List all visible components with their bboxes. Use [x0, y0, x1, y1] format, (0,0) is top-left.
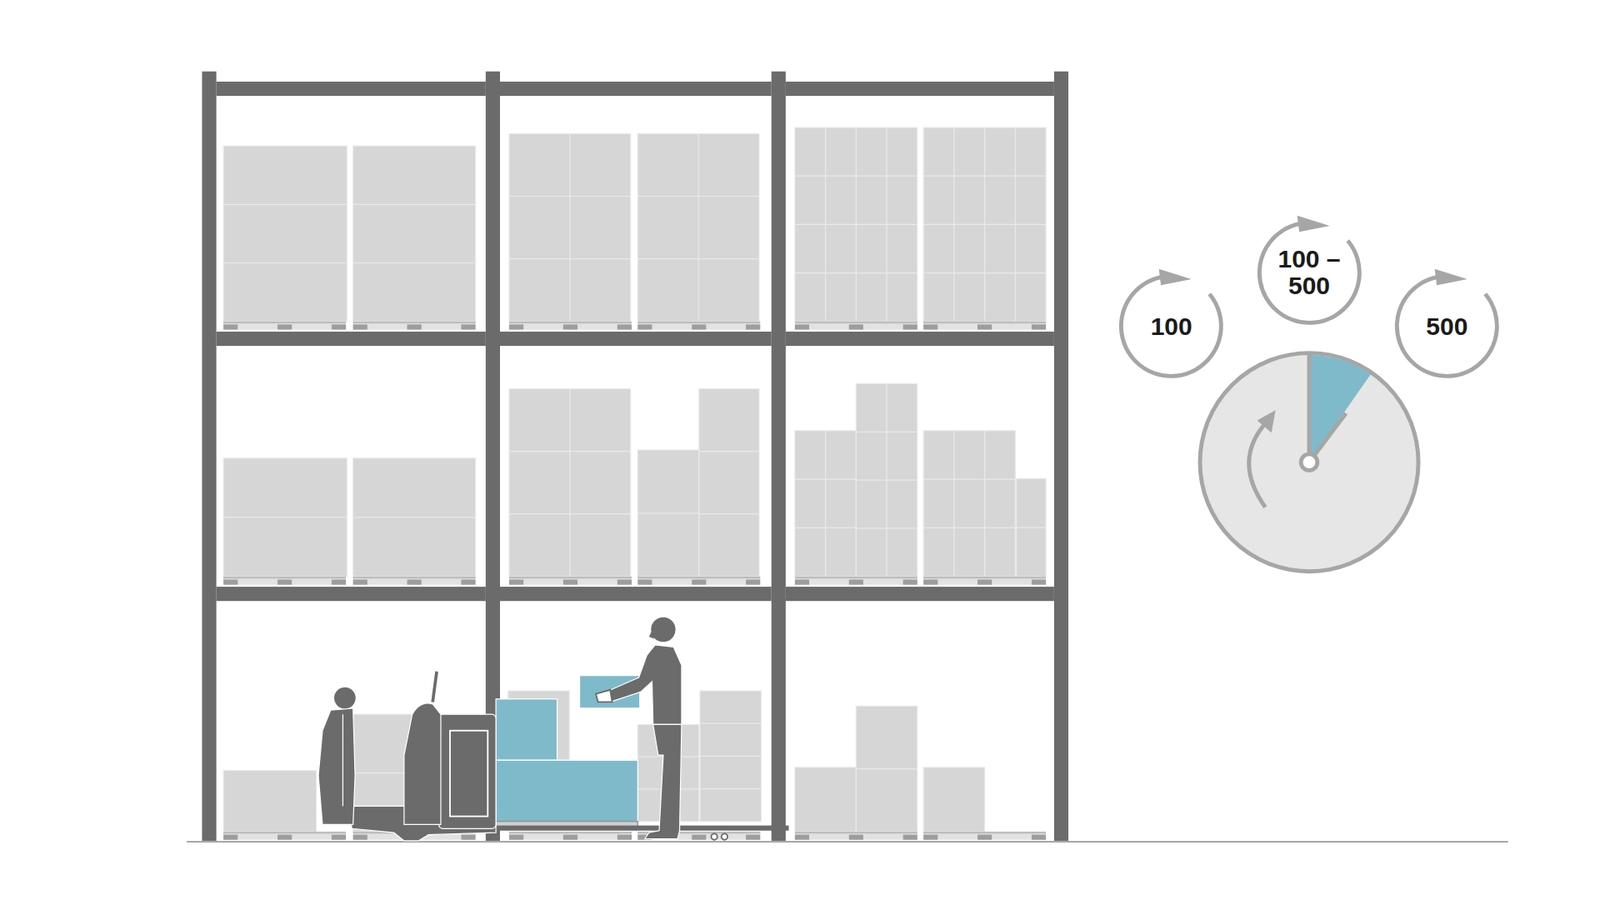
- clock-face: [1200, 353, 1419, 572]
- pallet: [509, 831, 632, 840]
- rack-beam: [216, 586, 486, 601]
- rack-beam: [216, 81, 486, 96]
- carton-stack: [923, 430, 1015, 577]
- cycle-clock: [1200, 353, 1419, 572]
- arrow-head: [1296, 215, 1330, 232]
- cycle-count: 100: [1131, 313, 1212, 340]
- picked-carton: [495, 760, 638, 821]
- arrow-head: [1435, 269, 1468, 286]
- pallet: [353, 576, 476, 585]
- carton-stack: [855, 705, 917, 832]
- pallet-rack: [201, 71, 1069, 841]
- rack-upright: [1054, 71, 1069, 841]
- carton-stack: [923, 127, 1046, 322]
- pallet: [509, 321, 632, 330]
- floor-line: [186, 840, 1509, 843]
- cycle-count: 100 – 500: [1269, 245, 1350, 300]
- pallet: [923, 321, 1046, 330]
- carton-stack: [855, 383, 917, 576]
- pallet: [223, 321, 346, 330]
- rack-beam: [500, 331, 772, 346]
- carton-stack: [223, 145, 347, 322]
- truck-operator: [318, 686, 356, 825]
- pallet: [795, 831, 918, 840]
- rack-upright: [201, 71, 216, 841]
- pallet: [637, 576, 760, 585]
- truck-tiller: [432, 671, 437, 703]
- carton-stack: [795, 767, 856, 832]
- pallet: [923, 831, 1046, 840]
- cycle-count: 500: [1406, 313, 1487, 340]
- truck-body: [439, 714, 497, 829]
- rack-beam: [500, 586, 772, 601]
- rotation-arrow: [1249, 423, 1266, 507]
- cycle-count-circle: 100: [1115, 270, 1228, 383]
- stored-goods: [223, 127, 1046, 832]
- time-wedge: [1309, 355, 1371, 463]
- picked-carton: [495, 699, 557, 760]
- pallet: [637, 321, 760, 330]
- cycle-count-circle: 100 – 500: [1253, 216, 1366, 330]
- carton-stack: [795, 430, 856, 577]
- truck-backrest: [404, 703, 441, 825]
- rack-beam: [785, 331, 1055, 346]
- carton-stack: [509, 133, 631, 321]
- rack-upright: [771, 71, 786, 841]
- carton-stack: [509, 389, 631, 577]
- picking-person: [595, 617, 682, 840]
- order-picker-truck: [346, 671, 789, 841]
- arrow-head: [1257, 410, 1276, 433]
- carton-stack: [699, 389, 760, 577]
- rack-beam: [216, 331, 486, 346]
- carton-stack: [637, 133, 760, 321]
- carton-stack: [923, 767, 985, 832]
- pallet: [923, 576, 1046, 585]
- pallet: [509, 576, 632, 585]
- pallet: [223, 831, 346, 840]
- carton-stack: [223, 458, 347, 577]
- rack-beam: [785, 81, 1055, 96]
- cycle-count-circle: 500: [1390, 270, 1504, 383]
- carton-stack: [353, 458, 476, 577]
- pallet: [795, 321, 918, 330]
- carton-stack: [353, 145, 476, 322]
- clock-hub: [1300, 454, 1318, 471]
- carton-stack: [1016, 478, 1047, 577]
- arrow-head: [1159, 269, 1192, 286]
- carton-stack: [637, 450, 699, 577]
- carton-stack: [223, 770, 316, 831]
- carton-stack: [700, 690, 761, 822]
- rack-beam: [500, 81, 772, 96]
- pallet: [795, 576, 918, 585]
- circular-arrow-arc: [1121, 277, 1222, 377]
- circular-arrow-arc: [1396, 277, 1497, 377]
- pallet: [353, 321, 476, 330]
- carton-stack: [795, 127, 918, 322]
- clock-hand: [1307, 355, 1312, 463]
- pallet: [223, 576, 346, 585]
- truck-fork: [495, 825, 789, 831]
- rack-beam: [785, 586, 1055, 601]
- circular-arrow-arc: [1259, 223, 1360, 323]
- pallets: [223, 321, 1046, 840]
